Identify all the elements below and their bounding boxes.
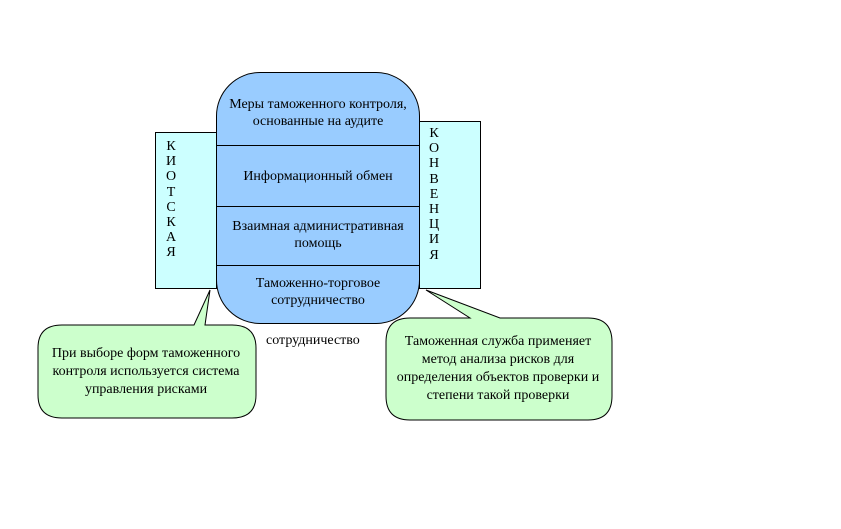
right-label-letter: Н bbox=[428, 156, 440, 172]
section-divider bbox=[217, 145, 419, 146]
left-label-letter: А bbox=[165, 230, 177, 246]
left-label-letter: Т bbox=[166, 184, 176, 200]
right-label-letter: Е bbox=[429, 186, 439, 202]
section-mutual-assistance: Взаимная административная помощь bbox=[232, 219, 404, 251]
left-label-letter: Я bbox=[166, 245, 176, 261]
section-audit-based-control: Меры таможенного контроля, основанные на… bbox=[229, 97, 407, 129]
left-label-letter: С bbox=[166, 199, 176, 215]
cooperation-areas-block: Меры таможенного контроля, основанные на… bbox=[216, 72, 420, 324]
section-information-exchange: Информационный обмен bbox=[243, 168, 393, 184]
right-label-letter: В bbox=[429, 171, 439, 187]
left-callout-text: При выборе форм таможенного контроля исп… bbox=[51, 346, 241, 397]
section-divider bbox=[217, 206, 419, 207]
right-callout-text: Таможенная служба применяет метод анализ… bbox=[396, 334, 600, 403]
left-label-letter: К bbox=[166, 214, 176, 230]
section-divider bbox=[217, 265, 419, 266]
right-label-letter: Ц bbox=[428, 217, 440, 233]
stray-caption: сотрудничество bbox=[266, 333, 360, 348]
right-label-letter: К bbox=[429, 126, 439, 141]
right-callout-bubble bbox=[385, 289, 613, 421]
right-label-letter: Н bbox=[428, 201, 440, 217]
section-customs-trade-cooperation: Таможенно-торговое сотрудничество bbox=[255, 276, 381, 308]
right-label-letter: Я bbox=[429, 247, 439, 263]
right-label-letter: И bbox=[428, 232, 440, 248]
right-label-letter: О bbox=[428, 141, 440, 157]
left-convention-label: К И О Т С К А Я bbox=[163, 139, 179, 261]
left-label-letter: К bbox=[166, 139, 176, 154]
left-callout-bubble bbox=[37, 289, 257, 419]
left-label-letter: И bbox=[165, 154, 177, 170]
left-convention-box bbox=[155, 132, 217, 289]
right-convention-label: К О Н В Е Н Ц И Я bbox=[426, 126, 442, 263]
left-label-letter: О bbox=[165, 169, 177, 185]
